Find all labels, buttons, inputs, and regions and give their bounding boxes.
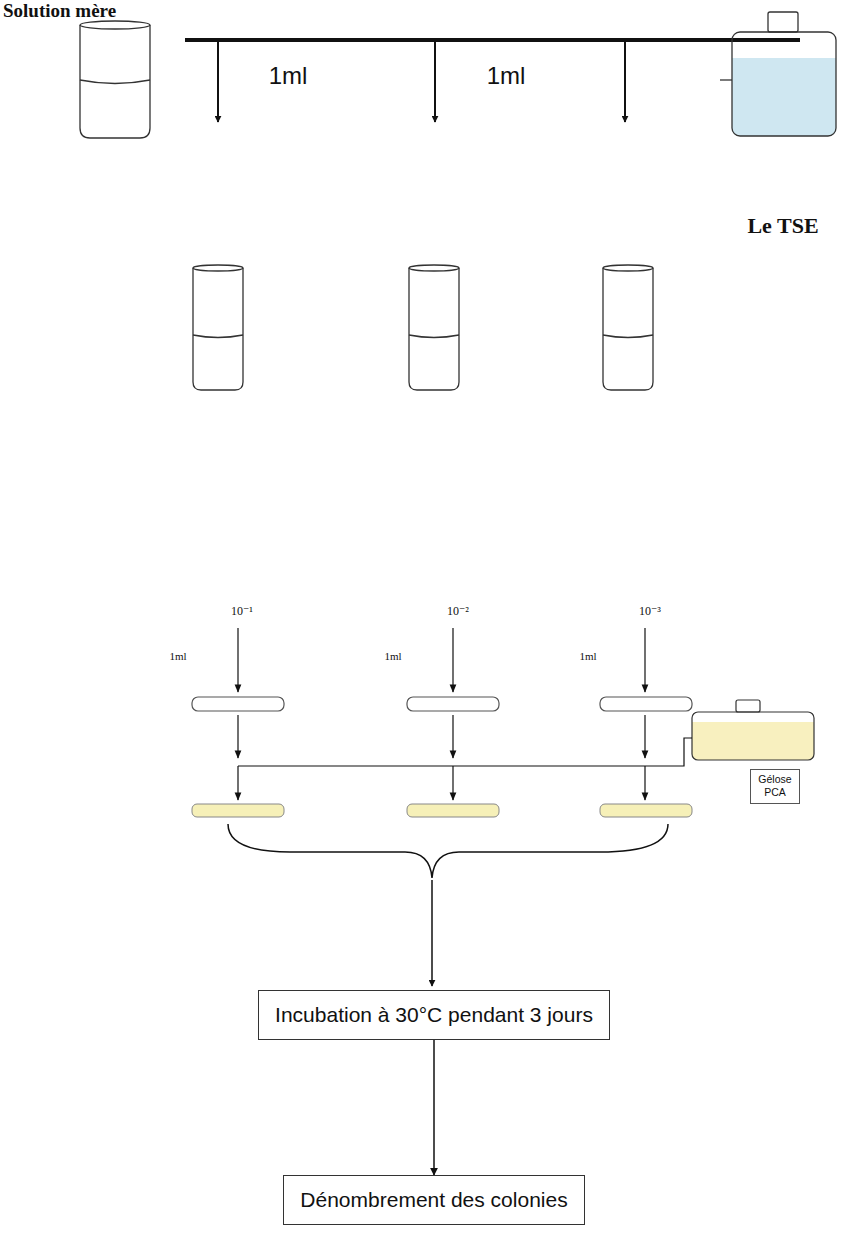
- reagent-label: Le TSE: [747, 213, 818, 239]
- agar-plates: [192, 804, 692, 817]
- distribution-line: [238, 738, 692, 766]
- test-tube: [193, 265, 243, 390]
- tube-body: [409, 268, 459, 390]
- tse-bottle: [720, 12, 836, 136]
- bottle-cap: [768, 12, 798, 32]
- test-tube: [409, 265, 459, 390]
- test-tube: [603, 265, 653, 390]
- down-arrow: [624, 40, 626, 122]
- down-arrow: [237, 628, 238, 692]
- liquid-level: [603, 335, 653, 338]
- volume-label: 1ml: [169, 650, 186, 662]
- tube-body: [193, 268, 243, 390]
- node-text: Dénombrement des colonies: [300, 1188, 568, 1212]
- tube-body: [603, 268, 653, 390]
- distribution-bar: [185, 38, 800, 42]
- beaker: [80, 21, 150, 138]
- tse-liquid: [732, 58, 836, 136]
- node-text: Incubation à 30°C pendant 3 jours: [275, 1003, 593, 1027]
- distribution-arrows: [185, 40, 800, 122]
- down-arrow: [217, 40, 219, 122]
- tube-rim: [603, 265, 653, 271]
- gel-bottle: [692, 700, 814, 760]
- down-arrow: [644, 766, 645, 800]
- dilution-label: 10⁻¹: [231, 604, 253, 619]
- down-arrow: [452, 766, 453, 800]
- beaker-body: [80, 25, 150, 138]
- liquid-level: [193, 335, 243, 338]
- node-text: Gélose PCA: [755, 773, 795, 799]
- process-box: Dénombrement des colonies: [283, 1175, 585, 1225]
- bottle-spout: [720, 79, 732, 80]
- down-arrow: [237, 715, 238, 758]
- tube-rim: [409, 265, 459, 271]
- bottle-cap: [736, 700, 760, 712]
- flow-arrow: [433, 1040, 435, 1175]
- tube-rim: [193, 265, 243, 271]
- diagram-title: Solution mère: [3, 0, 116, 22]
- gel-distribution: [238, 738, 692, 800]
- bottle-body: [732, 32, 836, 136]
- medium-label-box: Gélose PCA: [750, 769, 800, 804]
- down-arrow: [237, 766, 238, 800]
- agar-plate: [407, 804, 499, 817]
- test-tubes: [193, 265, 653, 390]
- dilution-label: 10⁻²: [447, 604, 469, 619]
- down-arrow: [452, 715, 453, 758]
- petri-dishes: [192, 697, 692, 711]
- liquid-level: [409, 335, 459, 338]
- down-arrow: [644, 715, 645, 758]
- volume-label: 1ml: [487, 62, 526, 90]
- bottle-body: [692, 712, 814, 760]
- plate-arrows: [238, 715, 645, 758]
- down-arrow: [434, 40, 436, 122]
- inoculation-arrows: [238, 628, 645, 692]
- petri-dish: [407, 697, 499, 711]
- agar-plate: [192, 804, 284, 817]
- gel-liquid: [692, 722, 814, 760]
- petri-dish: [192, 697, 284, 711]
- process-box: Incubation à 30°C pendant 3 jours: [258, 990, 610, 1040]
- grouping-brace: [228, 824, 668, 878]
- agar-plate: [600, 804, 692, 817]
- down-arrow: [644, 628, 645, 692]
- volume-label: 1ml: [384, 650, 401, 662]
- dilution-label: 10⁻³: [639, 604, 661, 619]
- liquid-level: [80, 80, 150, 84]
- down-arrow: [452, 628, 453, 692]
- volume-label: 1ml: [269, 62, 308, 90]
- petri-dish: [600, 697, 692, 711]
- beaker-rim: [80, 21, 150, 29]
- volume-label: 1ml: [579, 650, 596, 662]
- down-arrow: [431, 880, 433, 986]
